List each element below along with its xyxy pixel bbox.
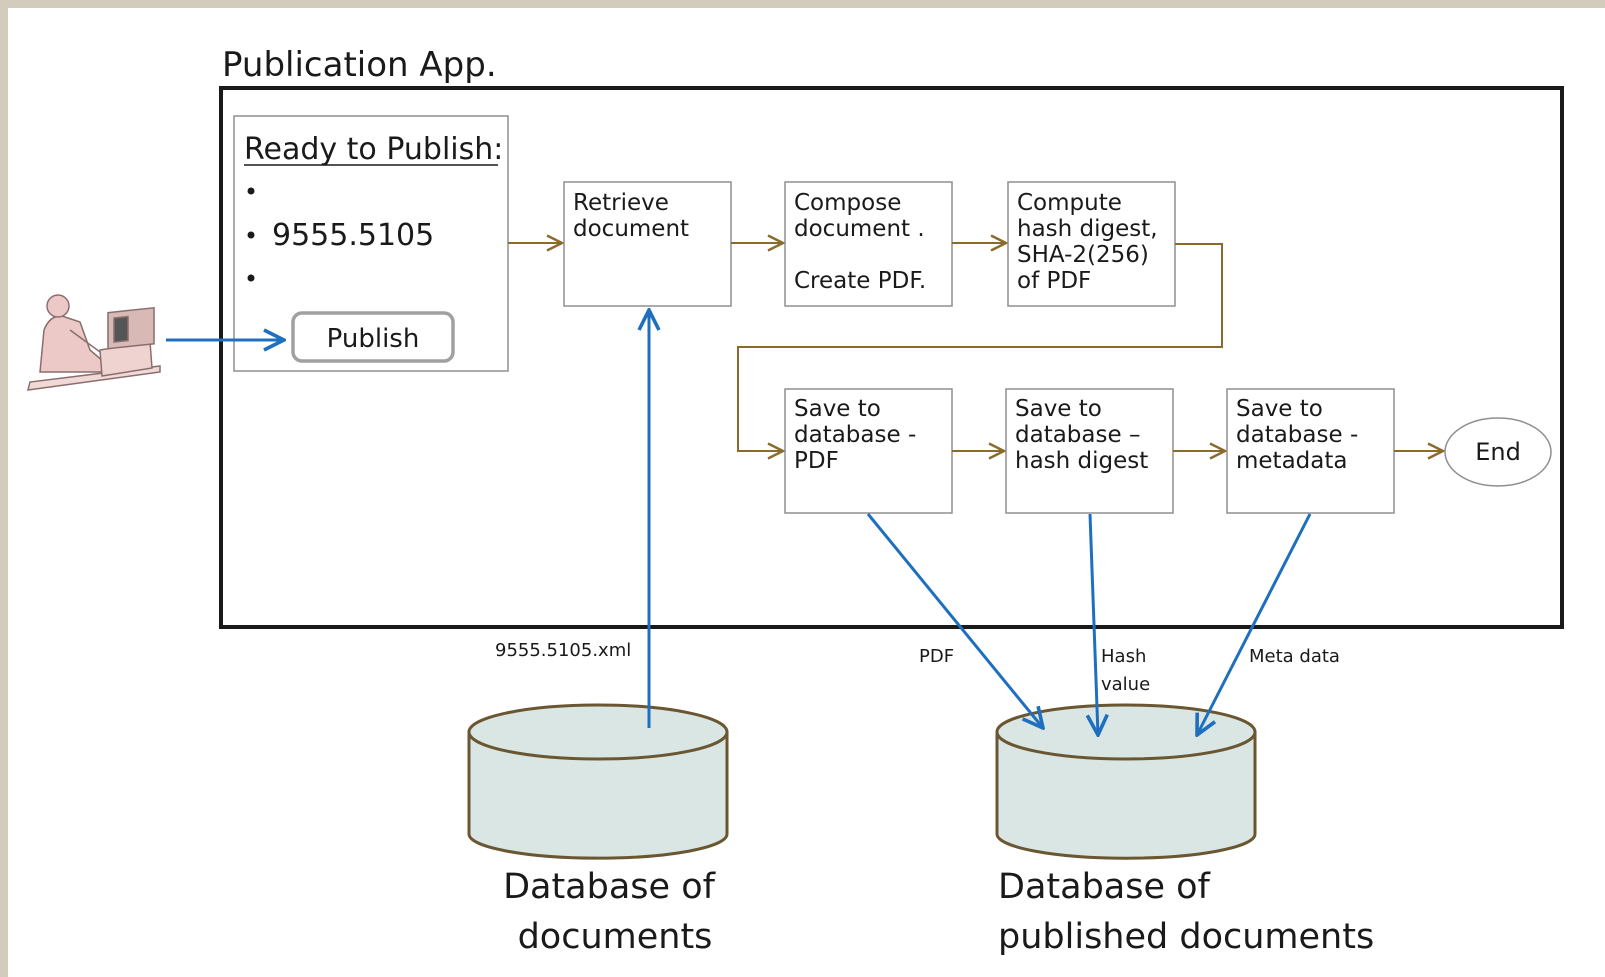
published-db-caption-line1: Database of (998, 867, 1211, 907)
pdf-arrow (866, 513, 1043, 728)
app-frame (219, 86, 1564, 629)
app-title: Publication App. (222, 45, 497, 85)
bullet-dot (247, 231, 255, 239)
user-at-computer-icon (27, 294, 161, 391)
bullet-dot (247, 274, 255, 282)
metadata-arrow (1197, 513, 1312, 735)
database-of-published-documents (995, 703, 1257, 860)
diagram-canvas: Publication App. Ready to Publish: 9555.… (8, 8, 1605, 977)
xml-label: 9555.5105.xml (495, 640, 631, 661)
pdf-label: PDF (919, 646, 954, 667)
svg-text:End: End (1475, 438, 1521, 466)
ready-to-publish-panel: Ready to Publish: 9555.5105 Publish (233, 115, 509, 372)
data-flow-arrows (649, 310, 1312, 735)
ready-item-2[interactable]: 9555.5105 (272, 218, 434, 253)
bullet-dot (247, 187, 255, 195)
database-of-documents (467, 703, 729, 860)
source-db-caption-line1: Database of (503, 867, 716, 907)
published-db-caption-line2: published documents (998, 917, 1374, 957)
hash-arrow (1090, 513, 1098, 735)
metadata-label: Meta data (1249, 646, 1340, 667)
process-flow-arrows (508, 243, 1443, 451)
flow-diagram: Publication App. Ready to Publish: 9555.… (27, 45, 1564, 957)
ready-heading: Ready to Publish: (244, 132, 503, 167)
end-node: End (1444, 417, 1552, 487)
source-db-caption-line2: documents (518, 917, 713, 957)
publish-button-label: Publish (327, 324, 420, 354)
publish-button[interactable]: Publish (291, 311, 455, 363)
